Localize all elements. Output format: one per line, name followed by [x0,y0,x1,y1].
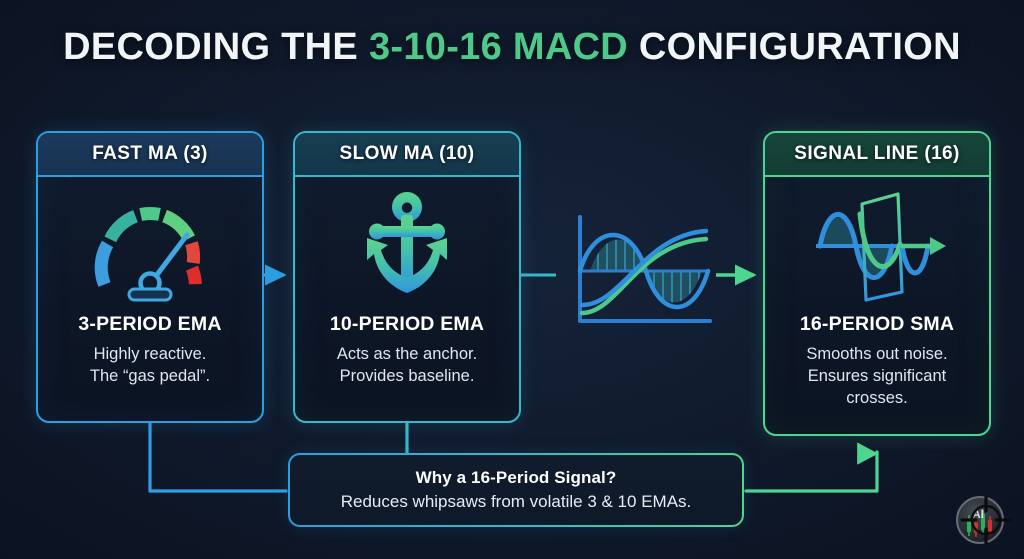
card-fast-title: 3-PERIOD EMA [78,313,222,335]
card-fast-header: FAST MA (3) [38,133,262,177]
page-title: DECODING THE 3-10-16 MACD CONFIGURATION [0,26,1024,69]
title-accent: 3-10-16 MACD [368,26,629,68]
wave-filter-mesh-icon [802,183,952,311]
card-signal-body: 16-PERIOD SMA Smooths out noise. Ensures… [765,177,989,434]
card-signal-desc-line1: Smooths out noise. [806,345,948,363]
card-fast-desc-line2: The “gas pedal”. [89,366,211,385]
macd-crossover-chart-icon [560,209,715,331]
callout-why-16-period[interactable]: Why a 16-Period Signal? Reduces whipsaws… [288,453,744,527]
card-fast-description: Highly reactive. The “gas pedal”. [78,344,222,388]
card-fast-ma[interactable]: FAST MA (3) [36,131,264,423]
card-slow-ma[interactable]: SLOW MA (10) [293,131,521,423]
card-signal-description: Smooths out noise. Ensures significant c… [794,344,959,410]
card-slow-header: SLOW MA (10) [295,133,519,177]
card-signal-desc-line3: crosses. [846,388,908,407]
card-signal-desc-line2: Ensures significant [807,366,947,385]
link-fast-to-callout [148,421,288,493]
card-fast-desc-line1: Highly reactive. [93,345,207,363]
ai-trading-crosshair-logo: AI [948,487,1012,551]
speedometer-gauge-icon [88,183,212,311]
card-slow-desc-line2: Provides baseline. [339,366,475,385]
card-signal-line[interactable]: SIGNAL LINE (16) [763,131,991,436]
card-slow-desc-line1: Acts as the anchor. [336,345,478,363]
callout-text: Reduces whipsaws from volatile 3 & 10 EM… [340,492,692,511]
card-signal-header: SIGNAL LINE (16) [765,133,989,177]
card-slow-description: Acts as the anchor. Provides baseline. [325,344,489,388]
callout-title: Why a 16-Period Signal? [415,468,617,487]
card-signal-title: 16-PERIOD SMA [799,313,955,335]
title-suffix: CONFIGURATION [628,26,961,68]
anchor-icon [351,183,463,311]
link-callout-to-signal [744,442,879,493]
title-prefix: DECODING THE [63,26,369,68]
card-slow-body: 10-PERIOD EMA Acts as the anchor. Provid… [295,177,519,421]
card-slow-title: 10-PERIOD EMA [329,313,485,335]
card-fast-body: 3-PERIOD EMA Highly reactive. The “gas p… [38,177,262,421]
